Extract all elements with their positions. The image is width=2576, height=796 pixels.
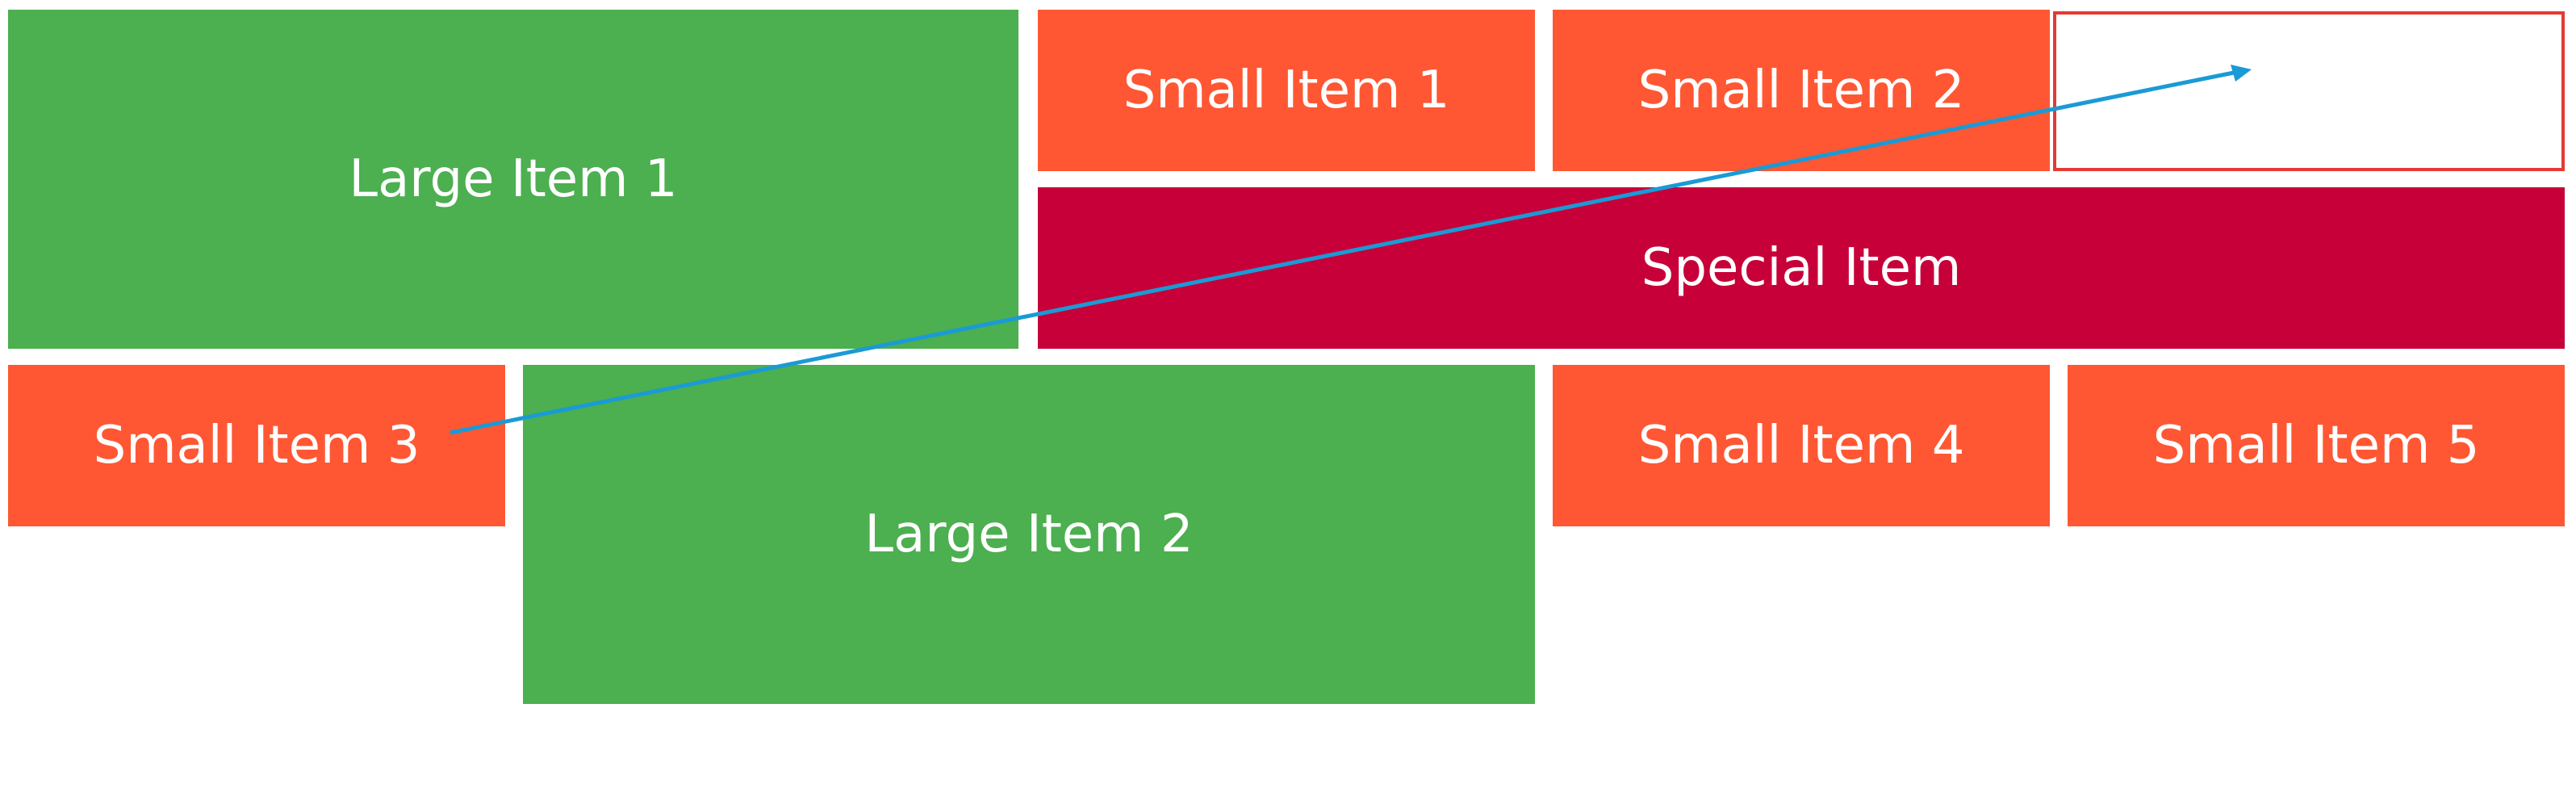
small-item-2-label: Small Item 2	[1637, 61, 1965, 120]
small-item-3[interactable]: Small Item 3	[8, 365, 505, 526]
special-item[interactable]: Special Item	[1038, 187, 2565, 349]
drop-target-slot[interactable]	[2053, 11, 2565, 171]
large-item-1[interactable]: Large Item 1	[8, 10, 1018, 349]
large-item-1-label: Large Item 1	[349, 149, 678, 209]
large-item-2[interactable]: Large Item 2	[523, 365, 1535, 704]
special-item-label: Special Item	[1641, 238, 1962, 298]
small-item-1[interactable]: Small Item 1	[1038, 10, 1535, 171]
small-item-4[interactable]: Small Item 4	[1553, 365, 2050, 526]
small-item-3-label: Small Item 3	[93, 416, 420, 476]
small-item-2[interactable]: Small Item 2	[1553, 10, 2050, 171]
small-item-5[interactable]: Small Item 5	[2068, 365, 2565, 526]
small-item-1-label: Small Item 1	[1123, 61, 1450, 120]
small-item-4-label: Small Item 4	[1637, 416, 1965, 476]
small-item-5-label: Small Item 5	[2152, 416, 2480, 476]
large-item-2-label: Large Item 2	[864, 505, 1194, 564]
